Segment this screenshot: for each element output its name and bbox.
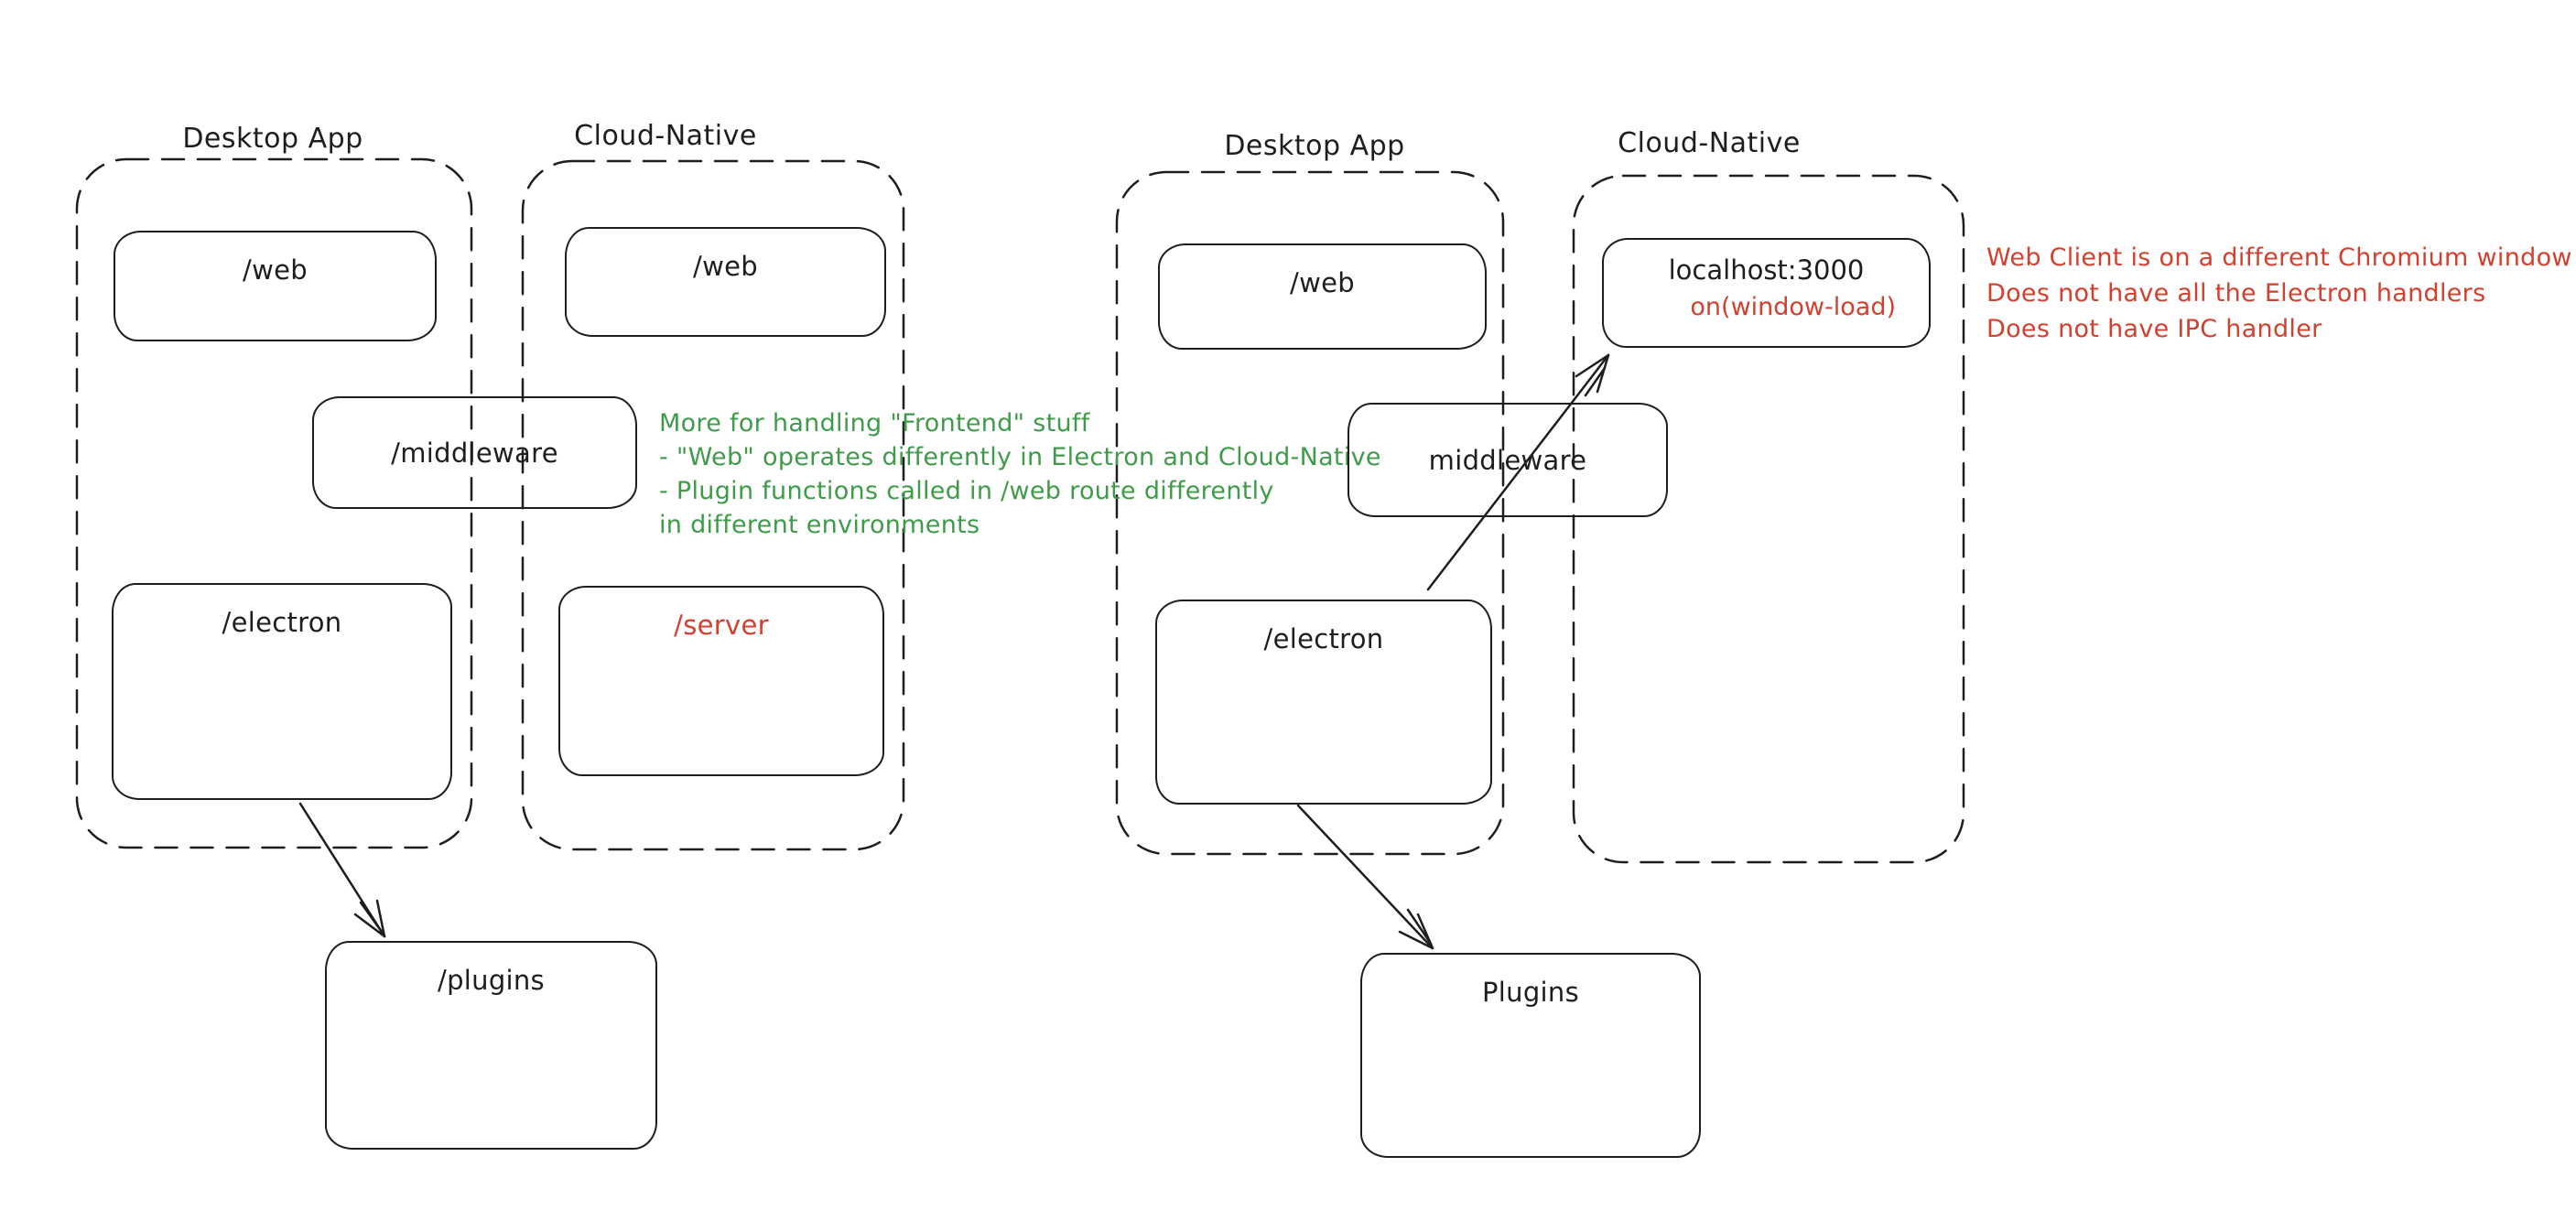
left-cloud-native-container — [521, 159, 905, 851]
arrow-electron-to-plugins-right — [1296, 804, 1434, 950]
right-desktop-app-container — [1115, 170, 1505, 856]
red-note-line: Does not have all the Electron handlers — [1986, 279, 2486, 308]
green-note-line: in different environments — [659, 511, 980, 539]
left-desktop-web-box: /web — [114, 231, 437, 341]
right-desktop-app-label: Desktop App — [1224, 130, 1405, 162]
left-middleware-box: /middleware — [312, 396, 637, 509]
left-plugins-label: /plugins — [438, 965, 545, 996]
right-cloud-native-container — [1572, 174, 1965, 864]
left-server-label: /server — [674, 610, 769, 641]
localhost-label: localhost:3000 — [1668, 254, 1865, 286]
on-window-load-label: on(window-load) — [1690, 293, 1896, 321]
green-note: More for handling "Frontend" stuff - "We… — [659, 406, 1381, 542]
right-electron-label: /electron — [1263, 623, 1384, 654]
red-note-line: Web Client is on a different Chromium wi… — [1986, 243, 2572, 272]
right-desktop-web-box: /web — [1158, 243, 1487, 350]
left-cloud-web-box: /web — [565, 227, 886, 337]
green-note-line: - "Web" operates differently in Electron… — [659, 443, 1381, 471]
left-plugins-box: /plugins — [325, 941, 657, 1150]
arrow-electron-to-plugins-left — [298, 802, 386, 938]
arrow-electron-to-localhost — [1426, 353, 1610, 591]
left-desktop-web-label: /web — [243, 254, 308, 286]
right-middleware-label: middleware — [1428, 444, 1587, 476]
left-cloud-native-label: Cloud-Native — [574, 120, 757, 152]
right-middleware-box: middleware — [1348, 403, 1668, 517]
right-plugins-box: Plugins — [1360, 953, 1701, 1158]
left-electron-label: /electron — [222, 607, 342, 638]
right-desktop-web-label: /web — [1290, 267, 1355, 298]
localhost-box: localhost:3000 on(window-load) — [1602, 238, 1931, 348]
right-electron-box: /electron — [1155, 600, 1492, 805]
right-cloud-native-label: Cloud-Native — [1618, 127, 1801, 159]
green-note-line: - Plugin functions called in /web route … — [659, 477, 1274, 505]
red-note-line: Does not have IPC handler — [1986, 315, 2322, 343]
left-middleware-label: /middleware — [391, 437, 558, 469]
left-server-box: /server — [558, 586, 884, 776]
right-plugins-label: Plugins — [1482, 977, 1579, 1008]
left-electron-box: /electron — [112, 583, 452, 800]
left-desktop-app-label: Desktop App — [182, 123, 363, 155]
red-note: Web Client is on a different Chromium wi… — [1986, 240, 2572, 347]
left-desktop-app-container — [75, 157, 473, 849]
green-note-line: More for handling "Frontend" stuff — [659, 409, 1090, 438]
left-cloud-web-label: /web — [693, 251, 758, 282]
